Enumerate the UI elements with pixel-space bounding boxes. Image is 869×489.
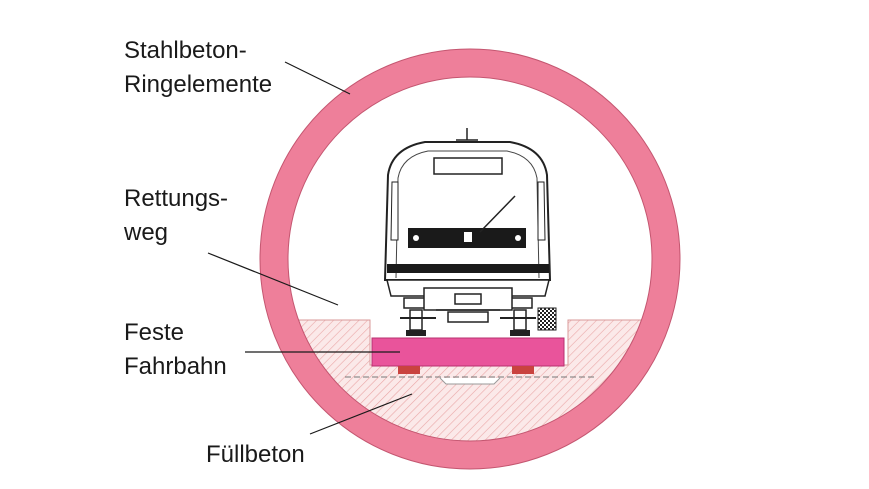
label-fill-concrete: Füllbeton bbox=[206, 441, 305, 468]
fixed-track-slab bbox=[371, 337, 565, 367]
label-track-line1: Feste bbox=[124, 319, 184, 346]
concrete-ring-element bbox=[260, 49, 680, 469]
trackside-box bbox=[537, 307, 557, 331]
label-escape-line2: weg bbox=[123, 219, 168, 246]
label-ring-line2: Ringelemente bbox=[124, 71, 272, 98]
leader-line-fill bbox=[309, 393, 413, 435]
train-front bbox=[383, 128, 557, 336]
rail-pad-right bbox=[512, 366, 534, 374]
leader-line-escape bbox=[207, 252, 339, 306]
label-ring-line1: Stahlbeton- bbox=[124, 37, 247, 64]
label-track-line2: Fahrbahn bbox=[124, 353, 227, 380]
rail-pad-left bbox=[398, 366, 420, 374]
label-escape-line1: Rettungs- bbox=[124, 185, 228, 212]
leader-line-ring bbox=[284, 61, 351, 95]
